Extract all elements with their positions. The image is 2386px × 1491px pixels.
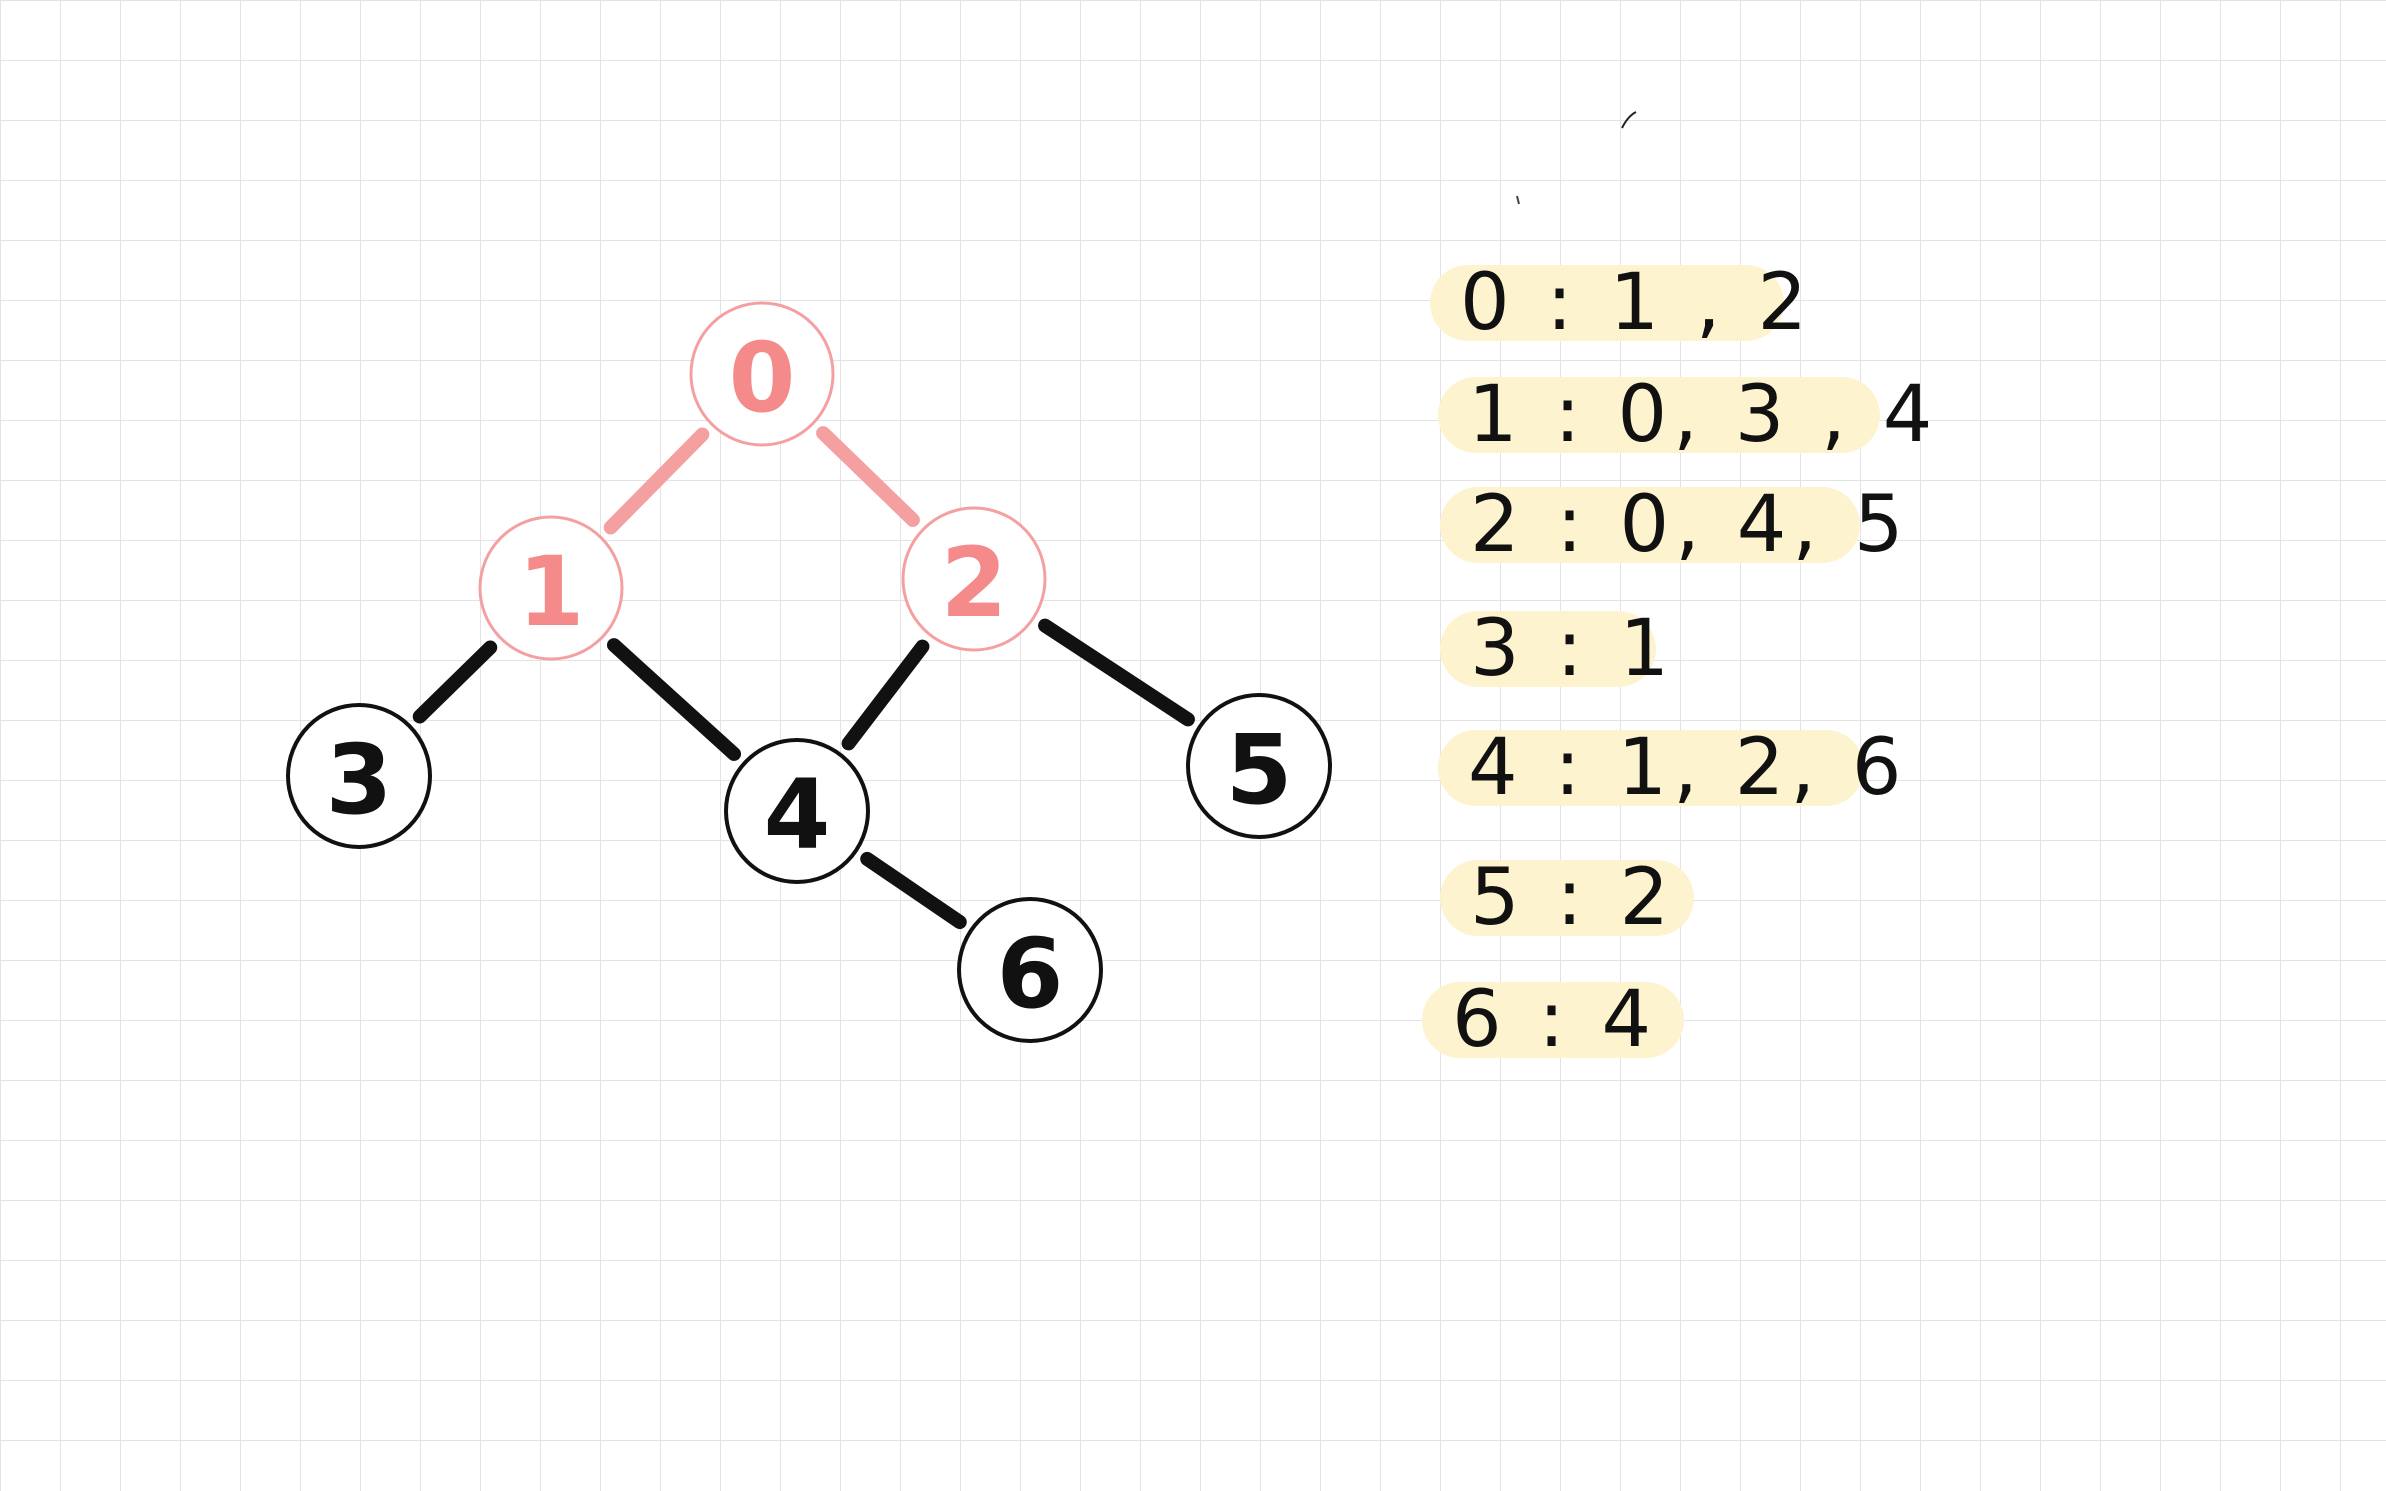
node-6: 6 xyxy=(957,897,1103,1043)
node-label: 4 xyxy=(764,759,831,871)
adjacency-row-text: 1 : 0, 3 , 4 xyxy=(1468,370,1938,460)
edge-1-4 xyxy=(606,638,742,761)
highlighter-mark xyxy=(1438,377,1880,453)
edge-2-5 xyxy=(1038,618,1195,727)
graph-edges xyxy=(412,426,1195,930)
node-2: 2 xyxy=(901,506,1047,652)
adjacency-row-5: 5 : 2 xyxy=(1440,853,1694,943)
adjacency-row-3: 3 : 1 xyxy=(1440,604,1675,694)
highlighter-mark xyxy=(1440,860,1694,936)
adjacency-row-2: 2 : 0, 4, 5 xyxy=(1440,480,1910,570)
node-0: 0 xyxy=(689,301,835,447)
node-circle xyxy=(1186,693,1332,839)
node-label: 5 xyxy=(1226,714,1293,826)
stray-pen-mark xyxy=(1621,111,1637,129)
graph-nodes: 0 1 2 3 4 5 6 xyxy=(286,301,1332,1043)
stray-pen-dot xyxy=(1516,195,1520,205)
node-label: 3 xyxy=(326,724,393,836)
edge-4-6 xyxy=(860,851,967,930)
node-circle xyxy=(724,738,870,884)
edge-1-3 xyxy=(412,640,498,724)
node-label: 6 xyxy=(997,918,1064,1030)
adjacency-row-text: 2 : 0, 4, 5 xyxy=(1470,480,1910,570)
adjacency-row-text: 4 : 1, 2, 6 xyxy=(1468,723,1908,813)
node-4: 4 xyxy=(724,738,870,884)
highlighter-mark xyxy=(1440,487,1860,563)
adjacency-row-text: 0 : 1 , 2 xyxy=(1460,258,1813,348)
node-1: 1 xyxy=(478,515,624,661)
highlighter-mark xyxy=(1440,611,1656,687)
node-label: 1 xyxy=(518,536,585,648)
node-circle xyxy=(478,515,624,661)
adjacency-row-1: 1 : 0, 3 , 4 xyxy=(1438,370,1938,460)
node-5: 5 xyxy=(1186,693,1332,839)
edge-0-2 xyxy=(816,426,920,527)
node-label: 2 xyxy=(941,527,1008,639)
adjacency-row-4: 4 : 1, 2, 6 xyxy=(1438,723,1908,813)
highlighter-mark xyxy=(1430,265,1784,341)
highlighter-mark xyxy=(1422,982,1684,1058)
edge-2-4 xyxy=(841,639,930,751)
edge-0-1 xyxy=(603,427,710,535)
adjacency-row-text: 3 : 1 xyxy=(1470,604,1675,694)
adjacency-row-0: 0 : 1 , 2 xyxy=(1430,258,1813,348)
node-3: 3 xyxy=(286,703,432,849)
adjacency-row-6: 6 : 4 xyxy=(1422,975,1684,1065)
adjacency-row-text: 5 : 2 xyxy=(1470,853,1675,943)
node-circle xyxy=(286,703,432,849)
node-circle xyxy=(689,301,835,447)
node-circle xyxy=(901,506,1047,652)
adjacency-row-text: 6 : 4 xyxy=(1452,975,1657,1065)
adjacency-list: 0 : 1 , 2 1 : 0, 3 , 4 2 : 0, 4, 5 3 : 1 4 :… xyxy=(1422,258,1938,1065)
node-circle xyxy=(957,897,1103,1043)
highlighter-mark xyxy=(1438,730,1864,806)
node-label: 0 xyxy=(729,322,796,434)
